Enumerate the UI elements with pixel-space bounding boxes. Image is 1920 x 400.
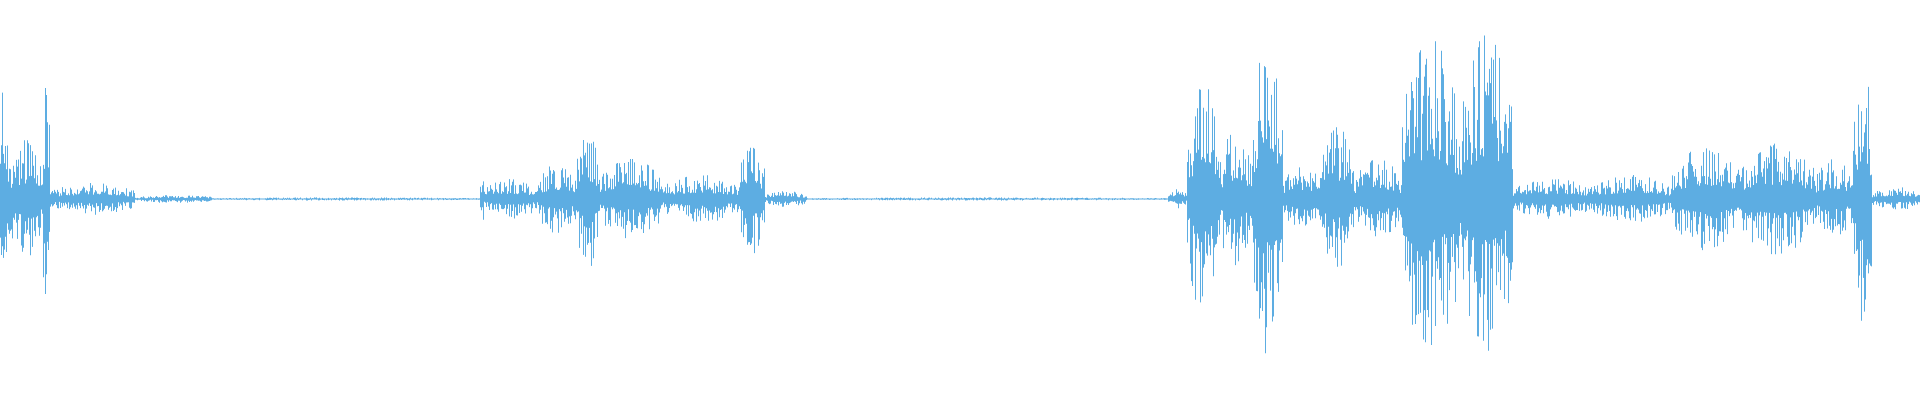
- waveform-samples: [0, 35, 1920, 354]
- waveform-path: [0, 35, 1920, 354]
